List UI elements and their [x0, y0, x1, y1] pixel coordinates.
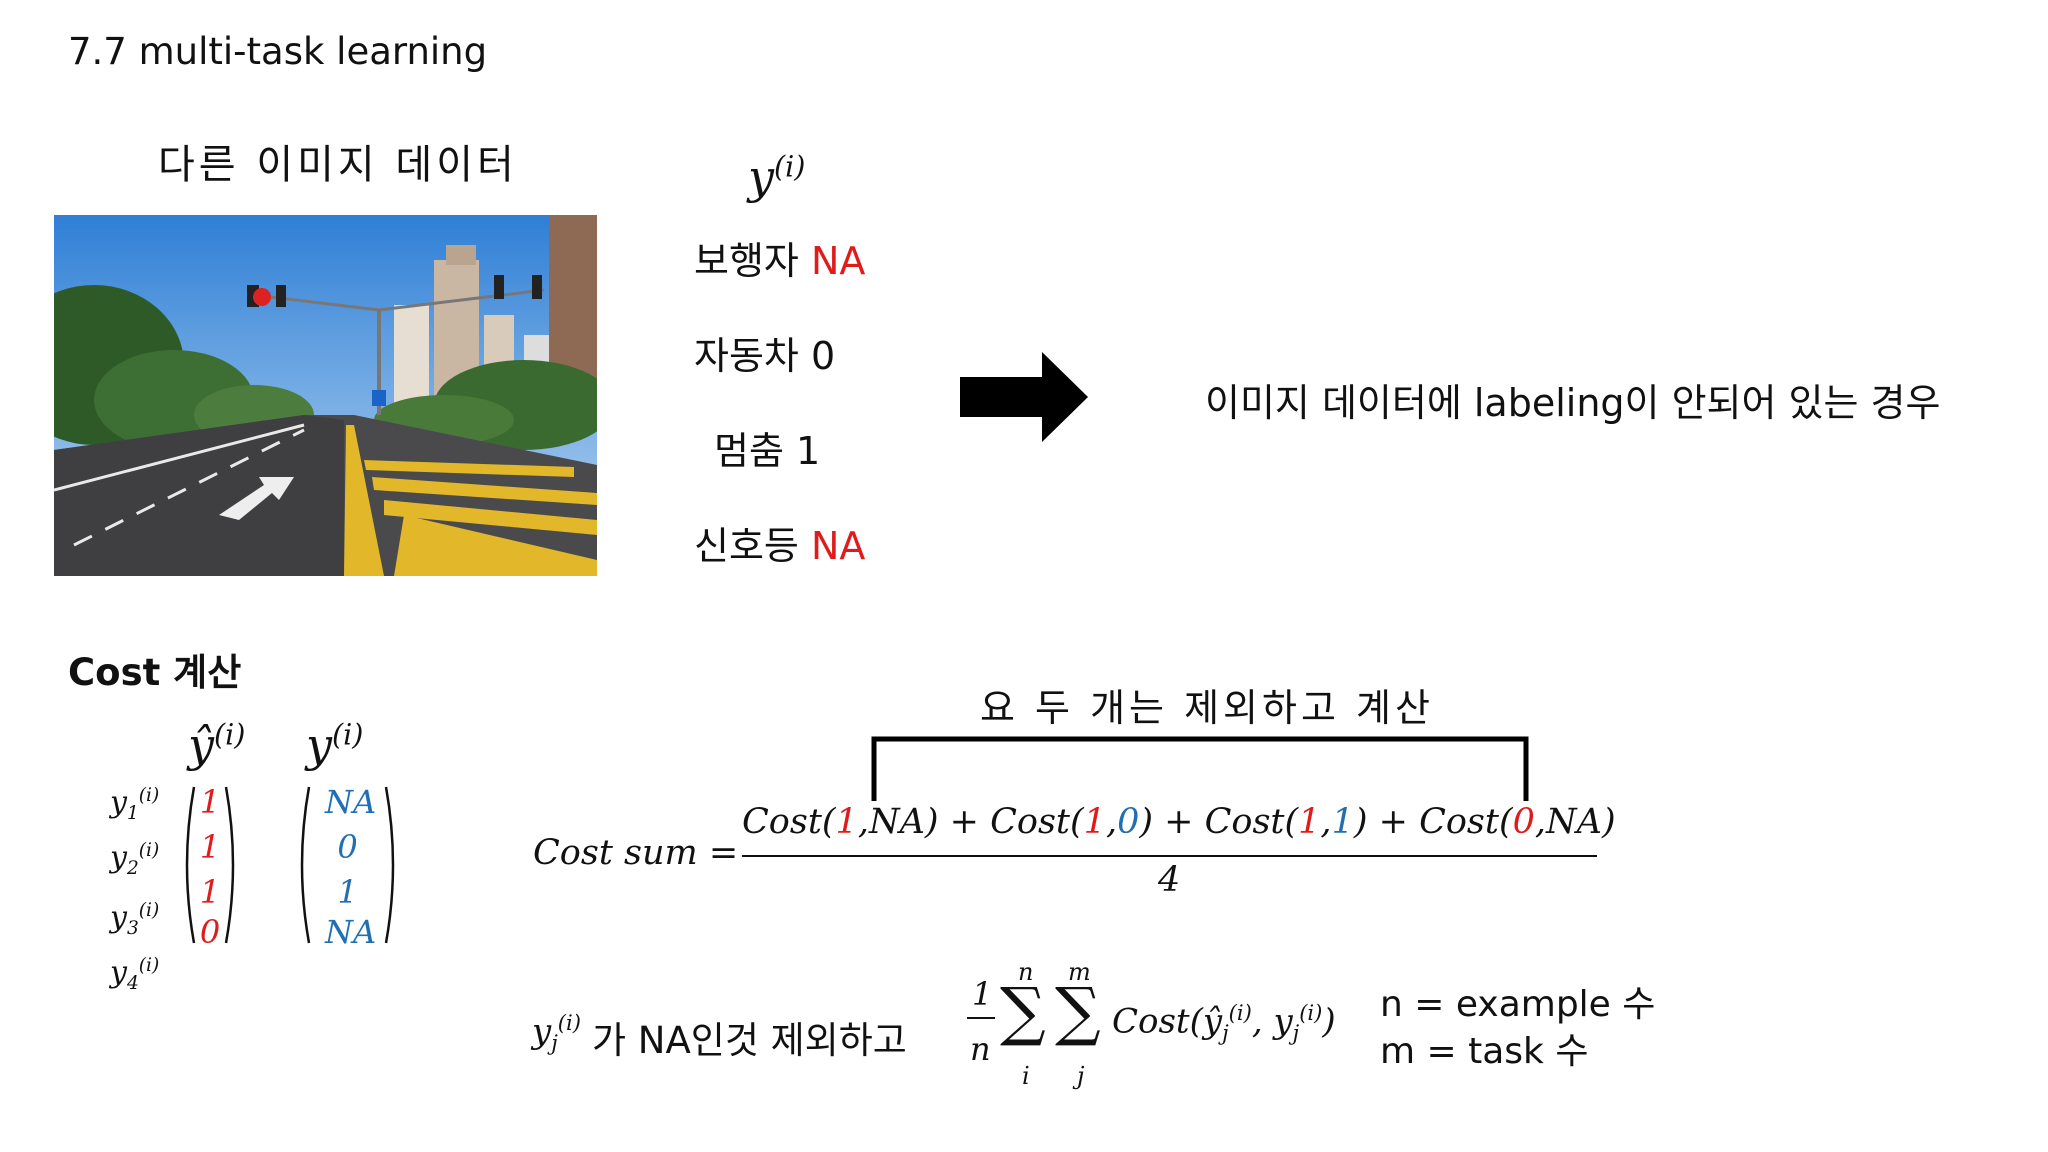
label-name: 보행자 [694, 239, 799, 283]
y-matrix-brackets [300, 786, 395, 944]
slide-title: 7.7 multi-task learning [68, 30, 488, 73]
image-caption: 다른 이미지 데이터 [158, 142, 518, 188]
label-row-traffic-light: 신호등 NA [694, 515, 865, 570]
exclusion-variable: yj(i) [532, 1010, 581, 1056]
sum-cost-term: Cost(ŷj(i), yj(i)) [1112, 1000, 1336, 1046]
fraction-n: n [970, 1030, 991, 1068]
cost-sum-numerator: Cost(1,NA) + Cost(1,0) + Cost(1,1) + Cos… [742, 802, 1616, 842]
n-definition: n = example 수 [1380, 984, 1656, 1025]
label-row-pedestrian: 보행자 NA [694, 230, 865, 285]
sum-upper-n: n [1018, 958, 1034, 986]
sum-upper-m: m [1068, 958, 1091, 986]
yhat-header: ŷ(i) [188, 718, 246, 772]
fraction-one: 1 [972, 975, 993, 1013]
y-value: 1 [337, 873, 358, 911]
label-row-stop: 멈춤 1 [714, 420, 820, 475]
yhat-value: 1 [199, 828, 221, 866]
label-value: 1 [796, 429, 821, 473]
label-header: y(i) [748, 150, 806, 204]
sum-lower-i: i [1022, 1062, 1030, 1090]
cost-term: Cost(1,NA) [742, 802, 939, 842]
cost-sum-label: Cost sum = [533, 833, 739, 873]
row-label-1: y1(i) [110, 785, 160, 824]
y-value: NA [325, 783, 377, 821]
street-photo [54, 215, 597, 576]
label-value: NA [810, 524, 866, 568]
yhat-matrix-brackets [185, 786, 235, 944]
cost-term: Cost(0,NA) [1419, 802, 1616, 842]
yhat-value: 1 [199, 873, 221, 911]
label-value: 0 [810, 334, 836, 378]
cost-sum-denominator: 4 [1158, 860, 1181, 900]
fraction-bar-small [967, 1017, 995, 1019]
label-name: 멈춤 [714, 429, 784, 473]
arrow-note: 이미지 데이터에 labeling이 안되어 있는 경우 [1205, 381, 1941, 425]
yhat-value: 1 [199, 783, 221, 821]
row-label-2: y2(i) [110, 840, 160, 879]
label-row-car: 자동차 0 [694, 325, 835, 380]
exclusion-bracket [871, 736, 1529, 801]
yhat-value: 0 [199, 913, 221, 951]
right-arrow-icon [960, 352, 1088, 442]
row-label-4: y4(i) [110, 955, 160, 994]
label-name: 신호등 [694, 524, 799, 568]
exclusion-text: 가 NA인것 제외하고 [592, 1019, 907, 1062]
label-name: 자동차 [694, 334, 799, 378]
y-value: NA [325, 913, 377, 951]
m-definition: m = task 수 [1380, 1031, 1589, 1072]
y-header: y(i) [306, 718, 364, 772]
row-label-3: y3(i) [110, 900, 160, 939]
bracket-note: 요 두 개는 제외하고 계산 [980, 686, 1434, 730]
cost-term: Cost(1,0) [990, 802, 1154, 842]
cost-term: Cost(1,1) [1204, 802, 1368, 842]
cost-heading: Cost 계산 [68, 651, 242, 694]
sum-sign-icon: ∑ [1000, 975, 1046, 1049]
label-value: NA [810, 239, 866, 283]
y-value: 0 [337, 828, 358, 866]
sum-sign-icon: ∑ [1055, 975, 1101, 1049]
fraction-bar [742, 855, 1597, 857]
sum-lower-j: j [1077, 1062, 1085, 1090]
